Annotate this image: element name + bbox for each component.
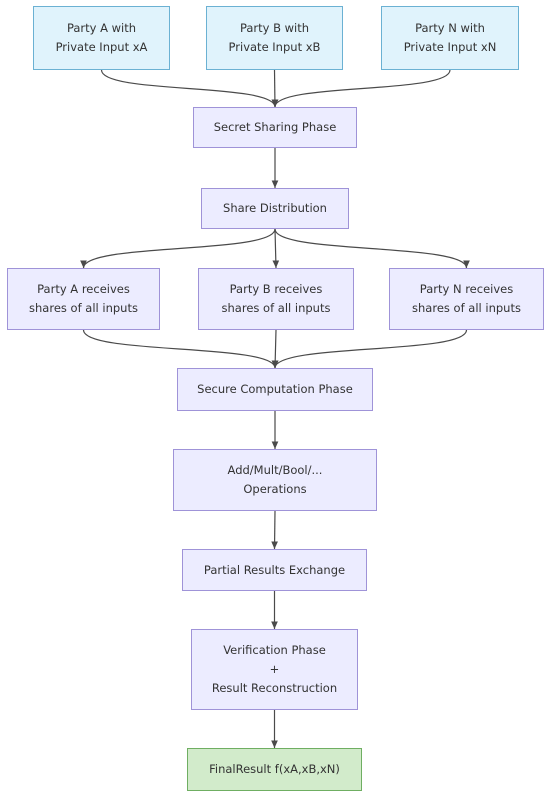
partial-results-exchange-node: Partial Results Exchange	[182, 549, 367, 591]
node-label-line: Secret Sharing Phase	[213, 120, 337, 134]
node-label-line: Secure Computation Phase	[197, 382, 353, 396]
operations-node: Add/Mult/Bool/... Operations	[173, 449, 377, 511]
edge-share_distribution-to-party_b_receives	[272, 228, 280, 269]
node-label-line: Operations	[243, 482, 307, 496]
secret-sharing-phase-node: Secret Sharing Phase	[193, 107, 357, 148]
edge-party_a_receives-to-secure_computation	[82, 329, 279, 369]
node-label-line: +	[269, 662, 280, 676]
edge-party_n_input-to-secret_sharing	[271, 69, 451, 108]
node-label-line: Private Input xN	[403, 40, 497, 54]
node-label-line: shares of all inputs	[29, 301, 138, 315]
edge-party_b_receives-to-secure_computation	[271, 329, 279, 369]
node-label-line: Verification Phase	[223, 643, 326, 657]
node-label-line: Private Input xA	[55, 40, 148, 54]
party-a-receives-node: Party A receives shares of all inputs	[7, 268, 160, 330]
node-label-line: Share Distribution	[223, 201, 327, 215]
node-label-line: Party B receives	[229, 282, 323, 296]
node-label-line: Party N receives	[419, 282, 514, 296]
node-label-line: shares of all inputs	[221, 301, 331, 315]
edge-party_a_input-to-secret_sharing	[100, 69, 279, 108]
party-b-receives-node: Party B receives shares of all inputs	[198, 268, 354, 330]
node-label-line: Add/Mult/Bool/...	[227, 463, 323, 477]
node-label-line: Partial Results Exchange	[203, 562, 346, 577]
edge-operations-to-partial_results	[271, 510, 278, 550]
node-label-line: Party N with	[415, 21, 485, 35]
edge-party_b_input-to-secret_sharing	[271, 69, 279, 108]
final-result-node: FinalResult f(xA,xB,xN)	[187, 748, 362, 791]
node-label-line: FinalResult f(xA,xB,xN)	[209, 762, 340, 776]
share-distribution-node: Share Distribution	[201, 188, 349, 229]
node-label-line: Party A with	[66, 21, 137, 35]
node-label-line: shares of all inputs	[412, 301, 521, 315]
node-label-line: Result Reconstruction	[211, 681, 338, 695]
edge-share_distribution-to-party_n_receives	[274, 228, 470, 269]
verification-reconstruction-node: Verification Phase + Result Reconstruction	[191, 629, 358, 710]
edge-party_n_receives-to-secure_computation	[271, 329, 468, 369]
party-n-receives-node: Party N receives shares of all inputs	[389, 268, 544, 330]
secure-computation-phase-node: Secure Computation Phase	[177, 368, 373, 411]
edge-share_distribution-to-party_a_receives	[80, 228, 276, 269]
node-label-line: Party A receives	[37, 282, 130, 296]
node-label-line: Private Input xB	[228, 40, 321, 54]
node-label-line: Party B with	[239, 21, 310, 35]
